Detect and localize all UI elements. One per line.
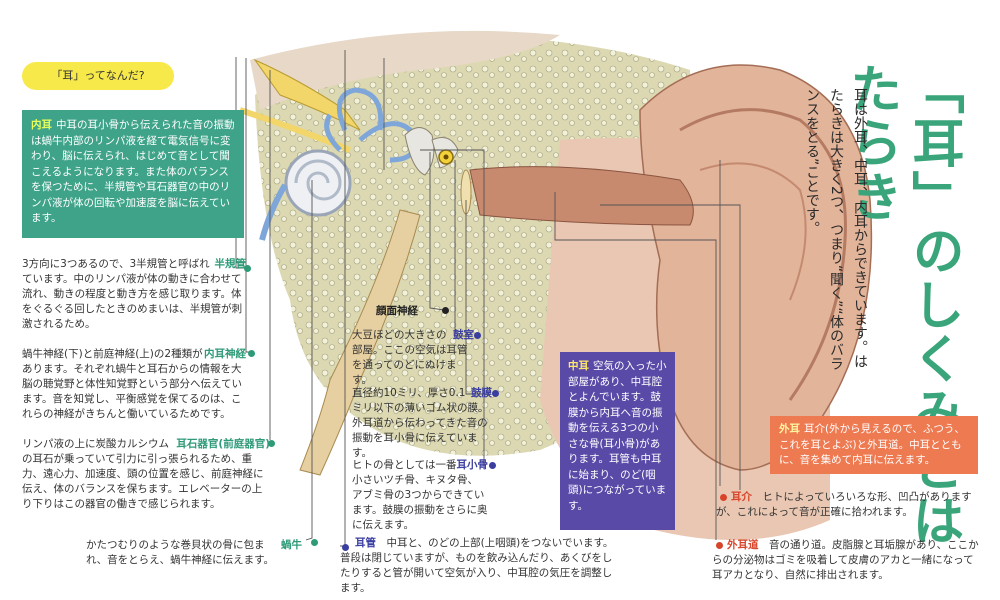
middle-ear-box: 中耳空気の入った小部屋があり、中耳腔とよんでいます。鼓膜から内耳へ音の振動を伝え…	[560, 352, 675, 530]
tympanic-label: 鼓室	[453, 329, 474, 341]
tympanic-dot	[474, 332, 481, 339]
facial-nerve-block: 顔面神経	[376, 304, 418, 319]
cochlea-label: 蝸牛	[281, 539, 302, 551]
outer-ear-label: 外耳	[779, 423, 800, 435]
auricle-label: 耳介	[731, 491, 752, 503]
eustachian-block: 耳管 中耳と、のどの上部(上咽頭)をつないでいます。普段は閉じていますが、ものを…	[340, 536, 620, 596]
inner-ear-label: 内耳	[31, 119, 52, 131]
eardrum-label: 鼓膜	[471, 387, 492, 399]
ossicles-dot	[489, 462, 496, 469]
eardrum-dot	[492, 390, 499, 397]
otolith-label: 耳石器官(前庭器官)	[176, 438, 270, 450]
eustachian-tube-shape	[299, 209, 421, 476]
otolith-block: 耳石器官(前庭器官) リンパ液の上に炭酸カルシウムの耳石が乗っていて引力に引っ張…	[22, 437, 270, 512]
leader-lines	[235, 50, 741, 547]
semicircular-dot	[244, 265, 251, 272]
semicircular-label: 半規管	[214, 258, 247, 270]
facial-nerve-label: 顔面神経	[376, 305, 418, 317]
eustachian-label: 耳管	[355, 537, 376, 549]
auricle-text: ヒトによっていろいろな形、凹凸がありますが、これによって音が正確に拾われます。	[716, 491, 972, 518]
ossicles-block: 耳小骨 ヒトの骨としては一番小さいツチ骨、キヌタ骨、アブミ骨の3つからできていま…	[352, 458, 488, 533]
ear-canal-text: 音の通り道。皮脂腺と耳垢腺があり、ここからの分泌物はゴミを吸着して皮膚のアカと一…	[712, 539, 979, 581]
outer-ear-box: 外耳耳介(外から見えるので、ふつう、これを耳とよぶ)と外耳道。中耳とともに、音を…	[770, 416, 978, 474]
semicircular-text: 3方向に3つあるので、3半規管と呼ばれています。中のリンパ液が体の動きに合わせて…	[22, 258, 243, 330]
otolith-dot	[268, 440, 275, 447]
otolith-text: リンパ液の上に炭酸カルシウムの耳石が乗っていて引力に引っ張られるため、重力、遠心…	[22, 438, 264, 510]
inner-nerve-block: 内耳神経 蝸牛神経(下)と前庭神経(上)の2種類があります。それぞれ蝸牛と耳石か…	[22, 347, 246, 422]
eardrum-block: 鼓膜 直径約10ミリ、厚さ0.1ミリ以下の薄いゴム状の膜。外耳道から伝わってきた…	[352, 386, 492, 461]
cochlea-text: かたつむりのような巻貝状の骨に包まれ、音をとらえ、蝸牛神経に伝えます。	[86, 539, 275, 566]
cochlea-dot	[311, 539, 318, 546]
ossicles-label: 耳小骨	[456, 459, 489, 471]
inner-nerve-dot	[248, 350, 255, 357]
inner-ear-text: 中耳の耳小骨から伝えられた音の振動は蝸牛内部のリンパ液を経て電気信号に変わり、脳…	[31, 119, 235, 224]
inner-ear-box: 内耳中耳の耳小骨から伝えられた音の振動は蝸牛内部のリンパ液を経て電気信号に変わり…	[22, 110, 244, 238]
intro-text: 耳は外耳、中耳、内耳からできています。はたらきは大きく2つ、つまり“聞く”“体の…	[804, 88, 868, 371]
intro-badge: 「耳」ってなんだ?	[22, 62, 174, 90]
outer-ear-text: 耳介(外から見えるので、ふつう、これを耳とよぶ)と外耳道。中耳とともに、音を集め…	[779, 423, 965, 466]
eardrum-text: 直径約10ミリ、厚さ0.1ミリ以下の薄いゴム状の膜。外耳道から伝わってきた音の振…	[352, 387, 489, 459]
ear-canal-block: 外耳道 音の通り道。皮脂腺と耳垢腺があり、ここからの分泌物はゴミを吸着して皮膚の…	[712, 538, 982, 583]
inner-nerve-label: 内耳神経	[204, 348, 246, 360]
tympanic-text: 大豆ほどの大きさの部屋。ここの空気は耳管を通ってのどにぬけます。	[352, 329, 468, 386]
inner-nerve-text: 蝸牛神経(下)と前庭神経(上)の2種類があります。それぞれ蝸牛と耳石からの情報を…	[22, 348, 242, 420]
cochlea-shape	[284, 149, 352, 217]
semicircular-block: 半規管 3方向に3つあるので、3半規管と呼ばれています。中のリンパ液が体の動きに…	[22, 257, 246, 332]
middle-ear-text: 空気の入った小部屋があり、中耳腔とよんでいます。鼓膜から内耳へ音の振動を伝える3…	[568, 360, 667, 512]
cochlea-block: 蝸牛 かたつむりのような巻貝状の骨に包まれ、音をとらえ、蝸牛神経に伝えます。	[86, 538, 302, 568]
ear-canal-label: 外耳道	[727, 539, 759, 551]
facial-nerve-dot	[442, 307, 449, 314]
ossicles-text: ヒトの骨としては一番小さいツチ骨、キヌタ骨、アブミ骨の3つからできています。鼓膜…	[352, 459, 488, 531]
eustachian-dot	[342, 543, 349, 551]
dura-tissue	[250, 30, 560, 111]
nerve-bundle	[253, 58, 361, 131]
middle-ear-label: 中耳	[568, 360, 589, 372]
auricle-block: 耳介 ヒトによっていろいろな形、凹凸がありますが、これによって音が正確に拾われま…	[716, 490, 978, 520]
ear-canal-dot	[716, 541, 723, 549]
eustachian-text: 中耳と、のどの上部(上咽頭)をつないでいます。普段は閉じていますが、ものを飲み込…	[340, 537, 614, 594]
tympanic-block: 鼓室 大豆ほどの大きさの部屋。ここの空気は耳管を通ってのどにぬけます。	[352, 328, 474, 388]
auricle-dot	[720, 493, 727, 501]
